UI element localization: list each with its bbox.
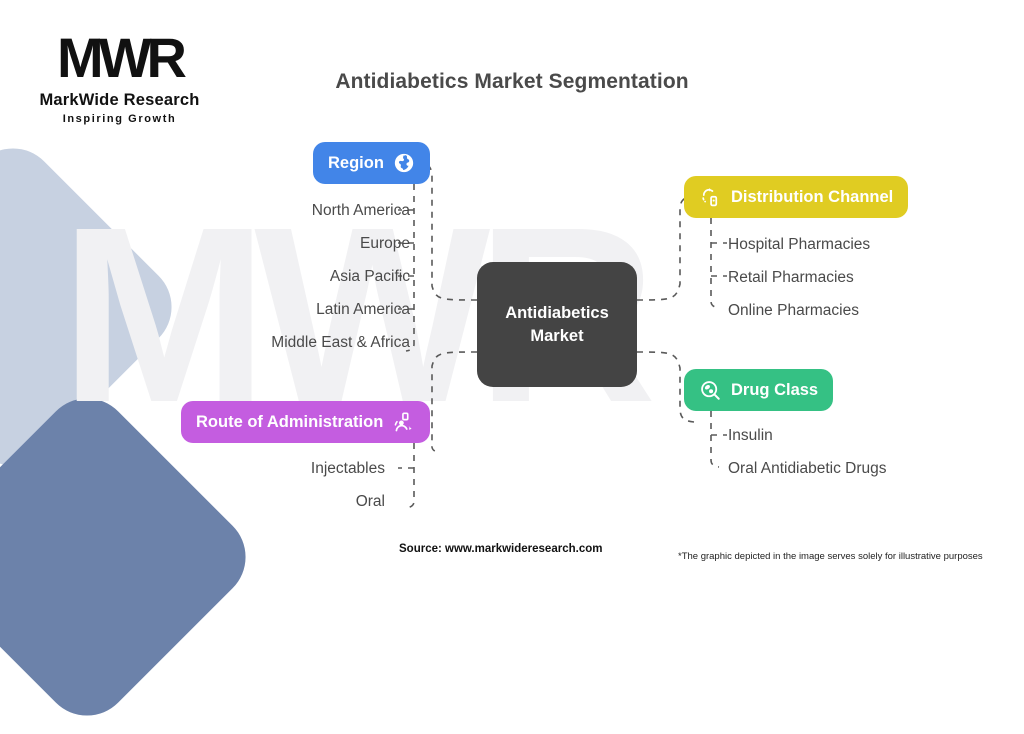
- leaf-item[interactable]: Middle East & Africa: [271, 334, 410, 351]
- logo-tagline: Inspiring Growth: [62, 113, 177, 125]
- center-node[interactable]: Antidiabetics Market: [477, 262, 637, 387]
- source-note: Source: www.markwideresearch.com: [399, 543, 603, 555]
- leaf-list-distribution-channel: Hospital Pharmacies Retail Pharmacies On…: [728, 228, 1024, 327]
- center-node-label-line2: Market: [530, 326, 584, 345]
- disclaimer-note: *The graphic depicted in the image serve…: [678, 551, 983, 562]
- leaf-item[interactable]: Retail Pharmacies: [728, 269, 854, 286]
- leaf-item[interactable]: Oral: [355, 493, 385, 510]
- pill-search-icon: [699, 379, 722, 402]
- logo-mark: MWR: [57, 26, 187, 89]
- leaf-list-drug-class: Insulin Oral Antidiabetic Drugs: [728, 419, 1024, 485]
- branch-label-drug-class: Drug Class: [731, 380, 819, 399]
- leaf-item[interactable]: Asia Pacific: [329, 268, 410, 285]
- leaf-item[interactable]: Europe: [360, 235, 410, 252]
- branch-node-region[interactable]: Region: [313, 142, 430, 184]
- branch-label-distribution-channel: Distribution Channel: [731, 187, 894, 206]
- leaf-item[interactable]: Injectables: [310, 460, 385, 477]
- branch-label-region: Region: [328, 153, 384, 172]
- branch-label-route-of-administration: Route of Administration: [196, 412, 384, 431]
- brand-logo: MWR MarkWide Research Inspiring Growth: [22, 26, 217, 126]
- leaf-item[interactable]: North America: [311, 202, 410, 219]
- patient-edit-icon: [392, 411, 415, 434]
- leaf-list-route-of-administration: Injectables Oral: [60, 452, 385, 518]
- leaf-item[interactable]: Online Pharmacies: [728, 302, 859, 319]
- connector-lines: [398, 161, 727, 509]
- branch-node-route-of-administration[interactable]: Route of Administration: [181, 401, 431, 443]
- leaf-item[interactable]: Latin America: [316, 301, 410, 318]
- leaf-item[interactable]: Hospital Pharmacies: [728, 236, 871, 253]
- branch-node-drug-class[interactable]: Drug Class: [684, 369, 834, 411]
- leaf-item[interactable]: Insulin: [728, 427, 773, 444]
- branch-node-distribution-channel[interactable]: Distribution Channel: [684, 176, 909, 218]
- center-node-label-line1: Antidiabetics: [505, 303, 609, 322]
- globe-icon: [393, 152, 415, 174]
- leaf-list-region: North America Europe Asia Pacific Latin …: [60, 194, 410, 359]
- diagram-canvas: MWR MWR MarkWide Research Inspiring Grow…: [0, 26, 1024, 734]
- leaf-item[interactable]: Oral Antidiabetic Drugs: [728, 460, 887, 477]
- distribution-icon: [699, 186, 722, 209]
- logo-company-name: MarkWide Research: [39, 91, 200, 109]
- page-title: Antidiabetics Market Segmentation: [335, 70, 689, 93]
